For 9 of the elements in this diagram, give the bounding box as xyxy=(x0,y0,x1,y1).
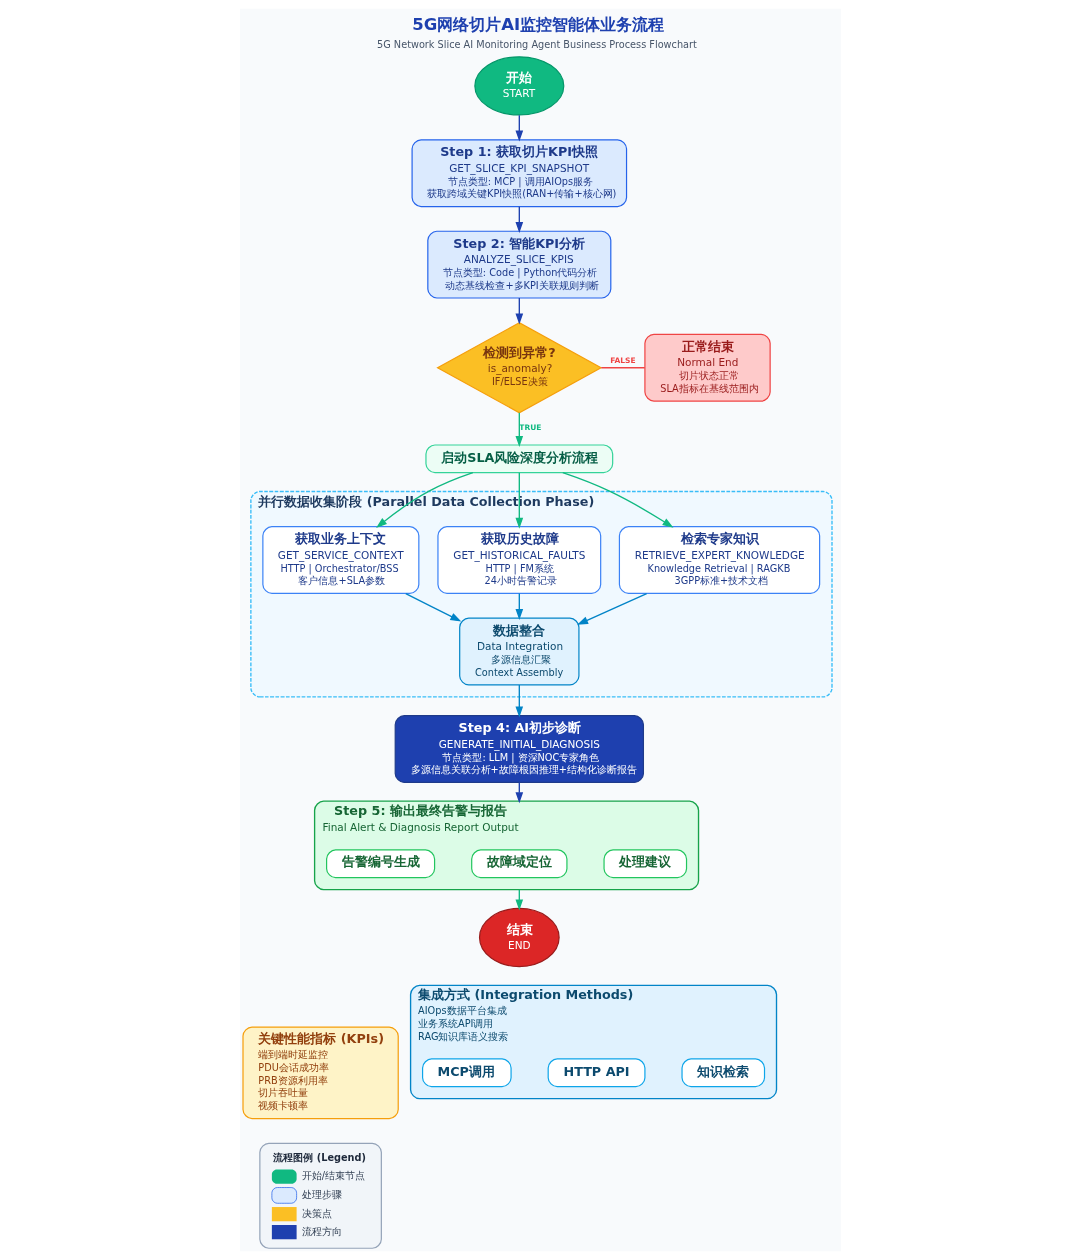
caption: 5G Network Slice AI Monitoring Agent Business Process Flowchart xyxy=(376,39,697,51)
legend-label: 流程方向 xyxy=(301,1225,342,1237)
edge-label: FALSE xyxy=(609,355,636,365)
legend-label: 处理步骤 xyxy=(301,1188,342,1200)
legend-label: 开始/结束节点 xyxy=(301,1170,365,1182)
edge-label: TRUE xyxy=(518,422,541,432)
diagram-title: 5G网络切片AI监控智能体业务流程 xyxy=(411,15,664,35)
label: 流程图例 (Legend) xyxy=(272,1151,366,1163)
legend-label: 决策点 xyxy=(301,1207,332,1219)
